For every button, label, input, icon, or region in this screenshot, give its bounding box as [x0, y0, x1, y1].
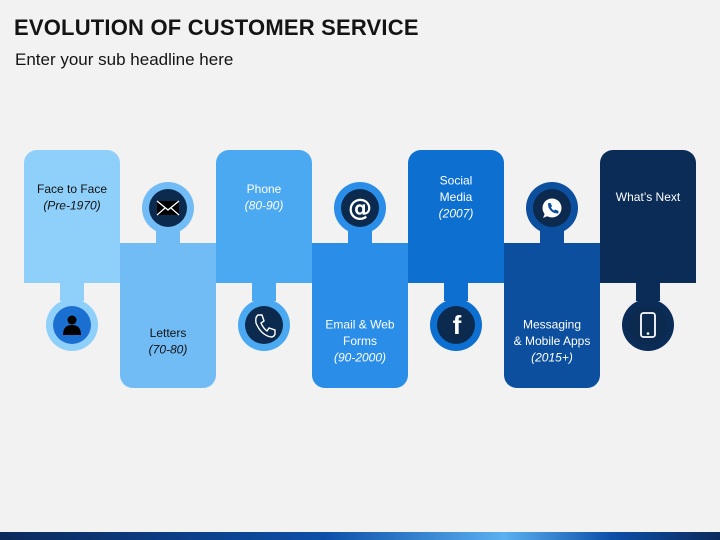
stage-label: What’s Next [616, 190, 681, 204]
stage-band [312, 243, 408, 283]
stage-2: Letters (70-80) [120, 182, 216, 388]
stage-label: Messaging [523, 318, 581, 332]
stage-6: Messaging & Mobile Apps (2015+) [504, 182, 600, 388]
stage-era: (2015+) [531, 351, 573, 365]
whatsapp-icon [533, 189, 571, 227]
page-subtitle: Enter your sub headline here [15, 50, 234, 69]
stage-label: Forms [343, 334, 377, 348]
svg-text:f: f [453, 310, 462, 340]
stage-label: Social [440, 174, 473, 188]
facebook-icon: f [437, 306, 475, 344]
at-sign-icon: @ [341, 189, 379, 227]
stage-band [120, 243, 216, 283]
stage-connector [60, 279, 84, 301]
stage-7: What’s Next [600, 150, 696, 351]
page-title: EVOLUTION OF CUSTOMER SERVICE [14, 15, 419, 40]
stage-band [408, 243, 504, 283]
stage-label: Media [440, 190, 473, 204]
envelope-icon [149, 189, 187, 227]
smartphone-icon [629, 306, 667, 344]
stage-label: & Mobile Apps [514, 334, 591, 348]
stage-label: Face to Face [37, 182, 107, 196]
footer-bar [0, 532, 720, 540]
phone-icon [245, 306, 283, 344]
stage-era: (70-80) [149, 342, 188, 356]
stage-label: Phone [247, 182, 282, 196]
stage-era: (90-2000) [334, 351, 386, 365]
stage-label: Email & Web [325, 318, 394, 332]
stage-3: Phone (80-90) [216, 150, 312, 351]
stage-band [216, 243, 312, 283]
stage-era: (Pre-1970) [43, 198, 100, 212]
person-icon [53, 306, 91, 344]
stage-1: Face to Face (Pre-1970) [24, 150, 120, 351]
svg-text:@: @ [348, 194, 372, 222]
stage-era: (2007) [439, 207, 474, 221]
stage-connector [252, 279, 276, 301]
stage-band [600, 243, 696, 283]
stage-label: Letters [150, 326, 187, 340]
stage-band [504, 243, 600, 283]
stage-band [24, 243, 120, 283]
stage-connector [444, 279, 468, 301]
stage-connector [636, 279, 660, 301]
stage-era: (80-90) [245, 198, 284, 212]
